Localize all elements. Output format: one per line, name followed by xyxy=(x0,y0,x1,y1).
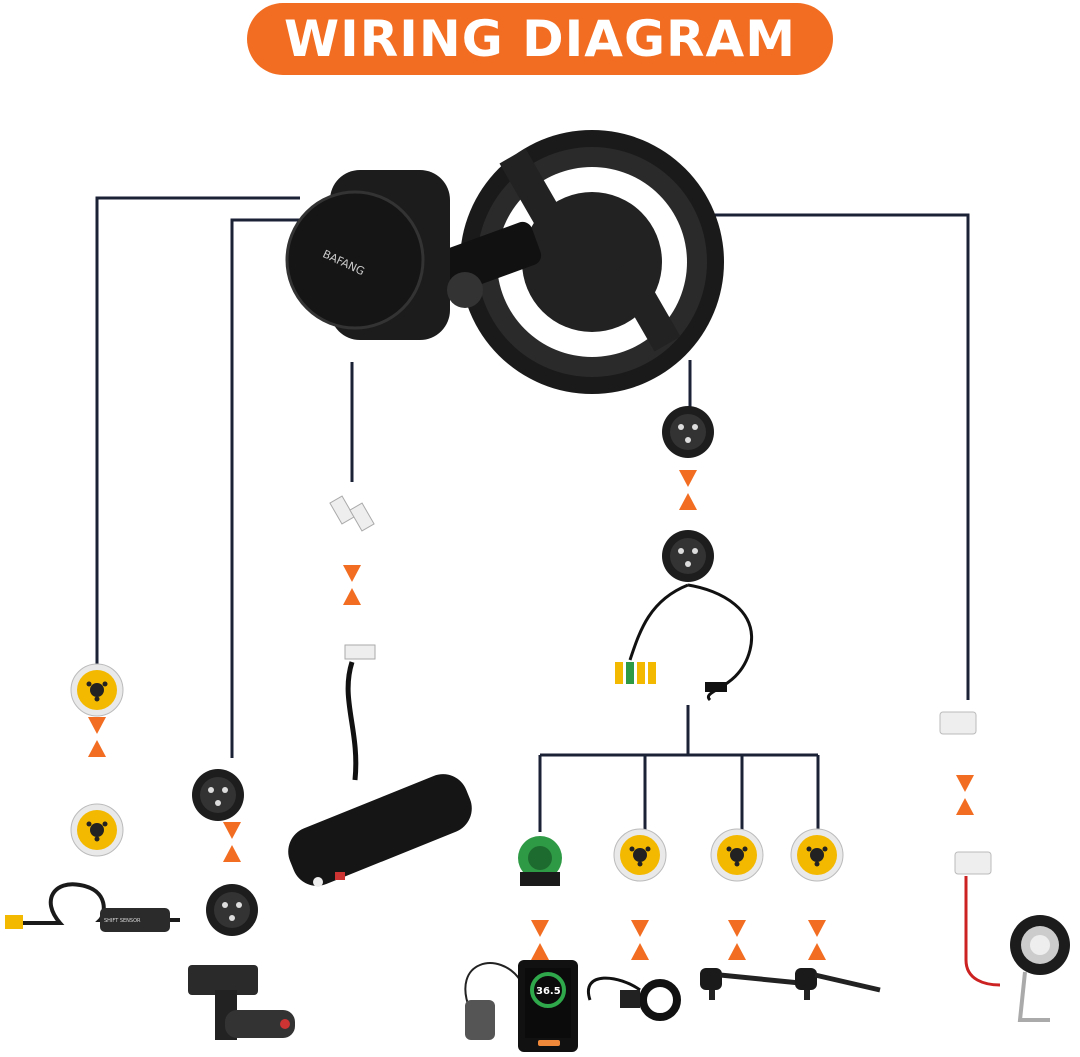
connect-arrow-icon xyxy=(679,470,697,510)
shift-sensor-label: SHIFT SENSOR xyxy=(104,918,141,924)
shift-sensor: SHIFT SENSOR xyxy=(5,882,180,932)
throttle-connector xyxy=(206,884,258,936)
battery xyxy=(288,774,472,887)
pas-sensor xyxy=(586,976,681,1021)
pas-connector xyxy=(613,828,667,882)
thumb-throttle xyxy=(188,965,295,1040)
motor-8pin-connector xyxy=(662,406,714,458)
display: 36.5 xyxy=(464,960,578,1052)
light-plug xyxy=(954,851,1001,987)
connect-arrow-icon xyxy=(343,565,361,605)
cable-8pin-connector xyxy=(662,530,714,582)
headlight xyxy=(1010,915,1070,1022)
battery-power-plug xyxy=(344,644,376,781)
connect-arrow-icon xyxy=(631,920,649,960)
connect-arrow-icon xyxy=(223,822,241,862)
shift-sensor-connector xyxy=(70,803,124,857)
mid-drive-motor: BAFANG xyxy=(285,130,724,394)
connect-arrow-icon xyxy=(728,920,746,960)
connect-arrow-icon xyxy=(808,920,826,960)
light-motor-plug xyxy=(939,711,977,735)
brake-lever-right xyxy=(795,968,881,1000)
page-title: WIRING DIAGRAM xyxy=(247,3,833,75)
1t4-cable xyxy=(615,583,754,702)
brake-right-connector xyxy=(790,828,844,882)
brake-left-connector xyxy=(710,828,764,882)
display-speed-readout: 36.5 xyxy=(536,986,561,997)
wires xyxy=(95,196,970,832)
brake-lever-left xyxy=(700,968,801,1000)
connect-arrow-icon xyxy=(88,717,106,757)
motor-speed-connector xyxy=(70,663,124,717)
motor-power-plug xyxy=(329,495,375,532)
connect-arrow-icon xyxy=(531,920,549,960)
throttle-motor-connector xyxy=(192,769,244,821)
connect-arrow-icon xyxy=(956,775,974,815)
display-connector xyxy=(518,836,562,886)
